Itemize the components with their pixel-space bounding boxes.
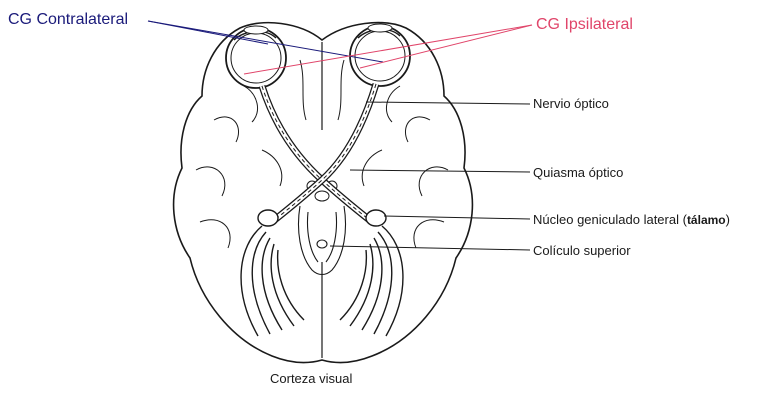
- nucleo-geniculado-suffix: ): [726, 212, 730, 227]
- lateral-geniculate-right: [366, 210, 386, 226]
- lateral-geniculate-left: [258, 210, 278, 226]
- corteza-visual-label: Corteza visual: [270, 371, 352, 386]
- cg-contralateral-label: CG Contralateral: [8, 11, 128, 29]
- cg-ipsilateral-label: CG Ipsilateral: [536, 16, 633, 34]
- coliculo-superior-label: Colículo superior: [533, 243, 631, 258]
- nervio-optico-label: Nervio óptico: [533, 96, 609, 111]
- quiasma-optico-label: Quiasma óptico: [533, 165, 623, 180]
- nucleo-geniculado-prefix: Núcleo geniculado lateral (: [533, 212, 687, 227]
- nucleo-geniculado-label: Núcleo geniculado lateral (tálamo): [533, 212, 730, 227]
- talamo-text: tálamo: [687, 213, 726, 227]
